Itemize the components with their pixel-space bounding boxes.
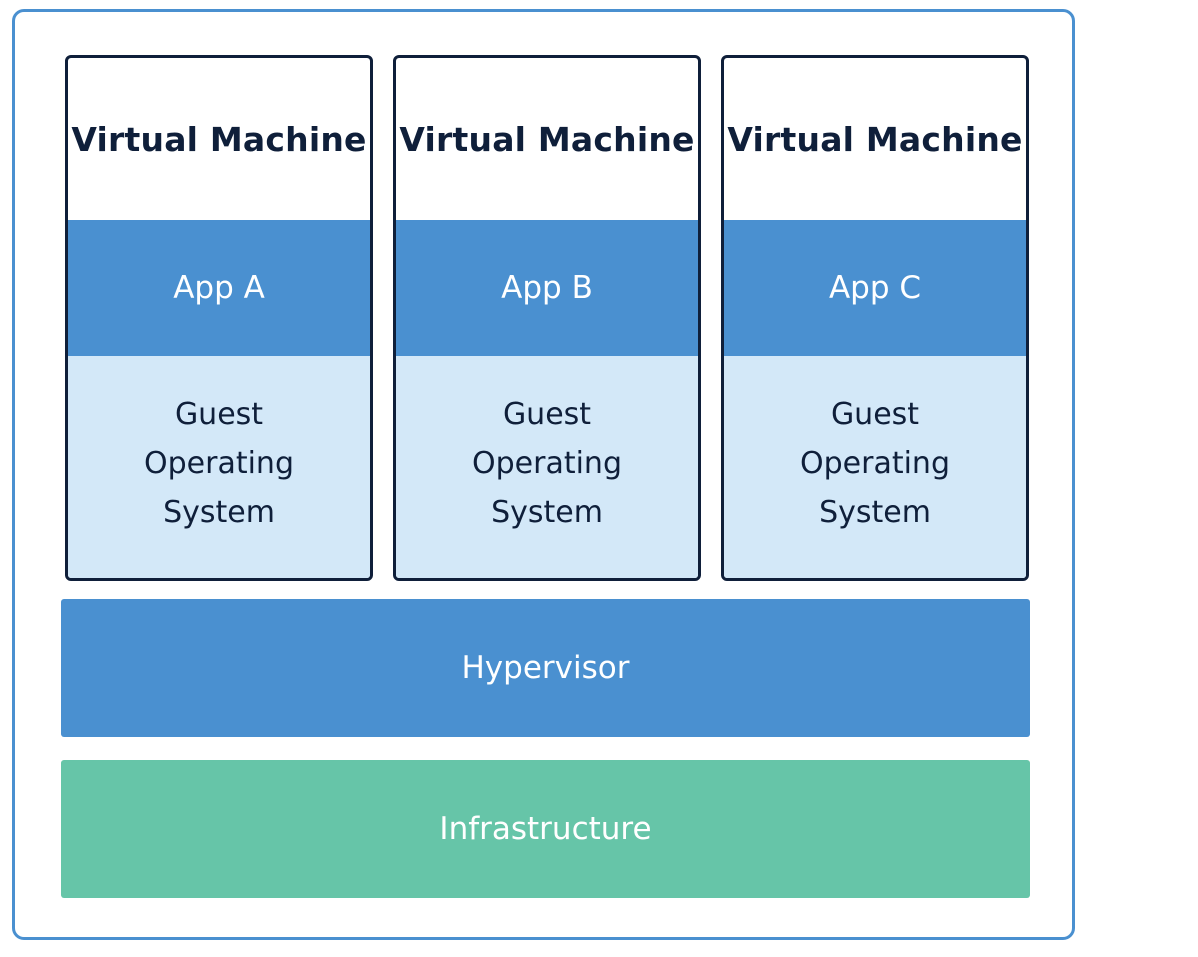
app-b-layer: App B xyxy=(396,220,698,356)
guest-os-layer: Guest Operating System xyxy=(396,356,698,578)
vm-title: Virtual Machine xyxy=(727,119,1023,159)
app-c-layer: App C xyxy=(724,220,1026,356)
infrastructure-layer: Infrastructure xyxy=(61,760,1030,898)
virtual-machine-a: Virtual Machine App A Guest Operating Sy… xyxy=(65,55,373,581)
vm-title: Virtual Machine xyxy=(71,119,367,159)
app-a-layer: App A xyxy=(68,220,370,356)
guest-os-layer: Guest Operating System xyxy=(724,356,1026,578)
hypervisor-layer: Hypervisor xyxy=(61,599,1030,737)
virtual-machine-b: Virtual Machine App B Guest Operating Sy… xyxy=(393,55,701,581)
guest-os-layer: Guest Operating System xyxy=(68,356,370,578)
virtual-machine-c: Virtual Machine App C Guest Operating Sy… xyxy=(721,55,1029,581)
vm-title: Virtual Machine xyxy=(399,119,695,159)
